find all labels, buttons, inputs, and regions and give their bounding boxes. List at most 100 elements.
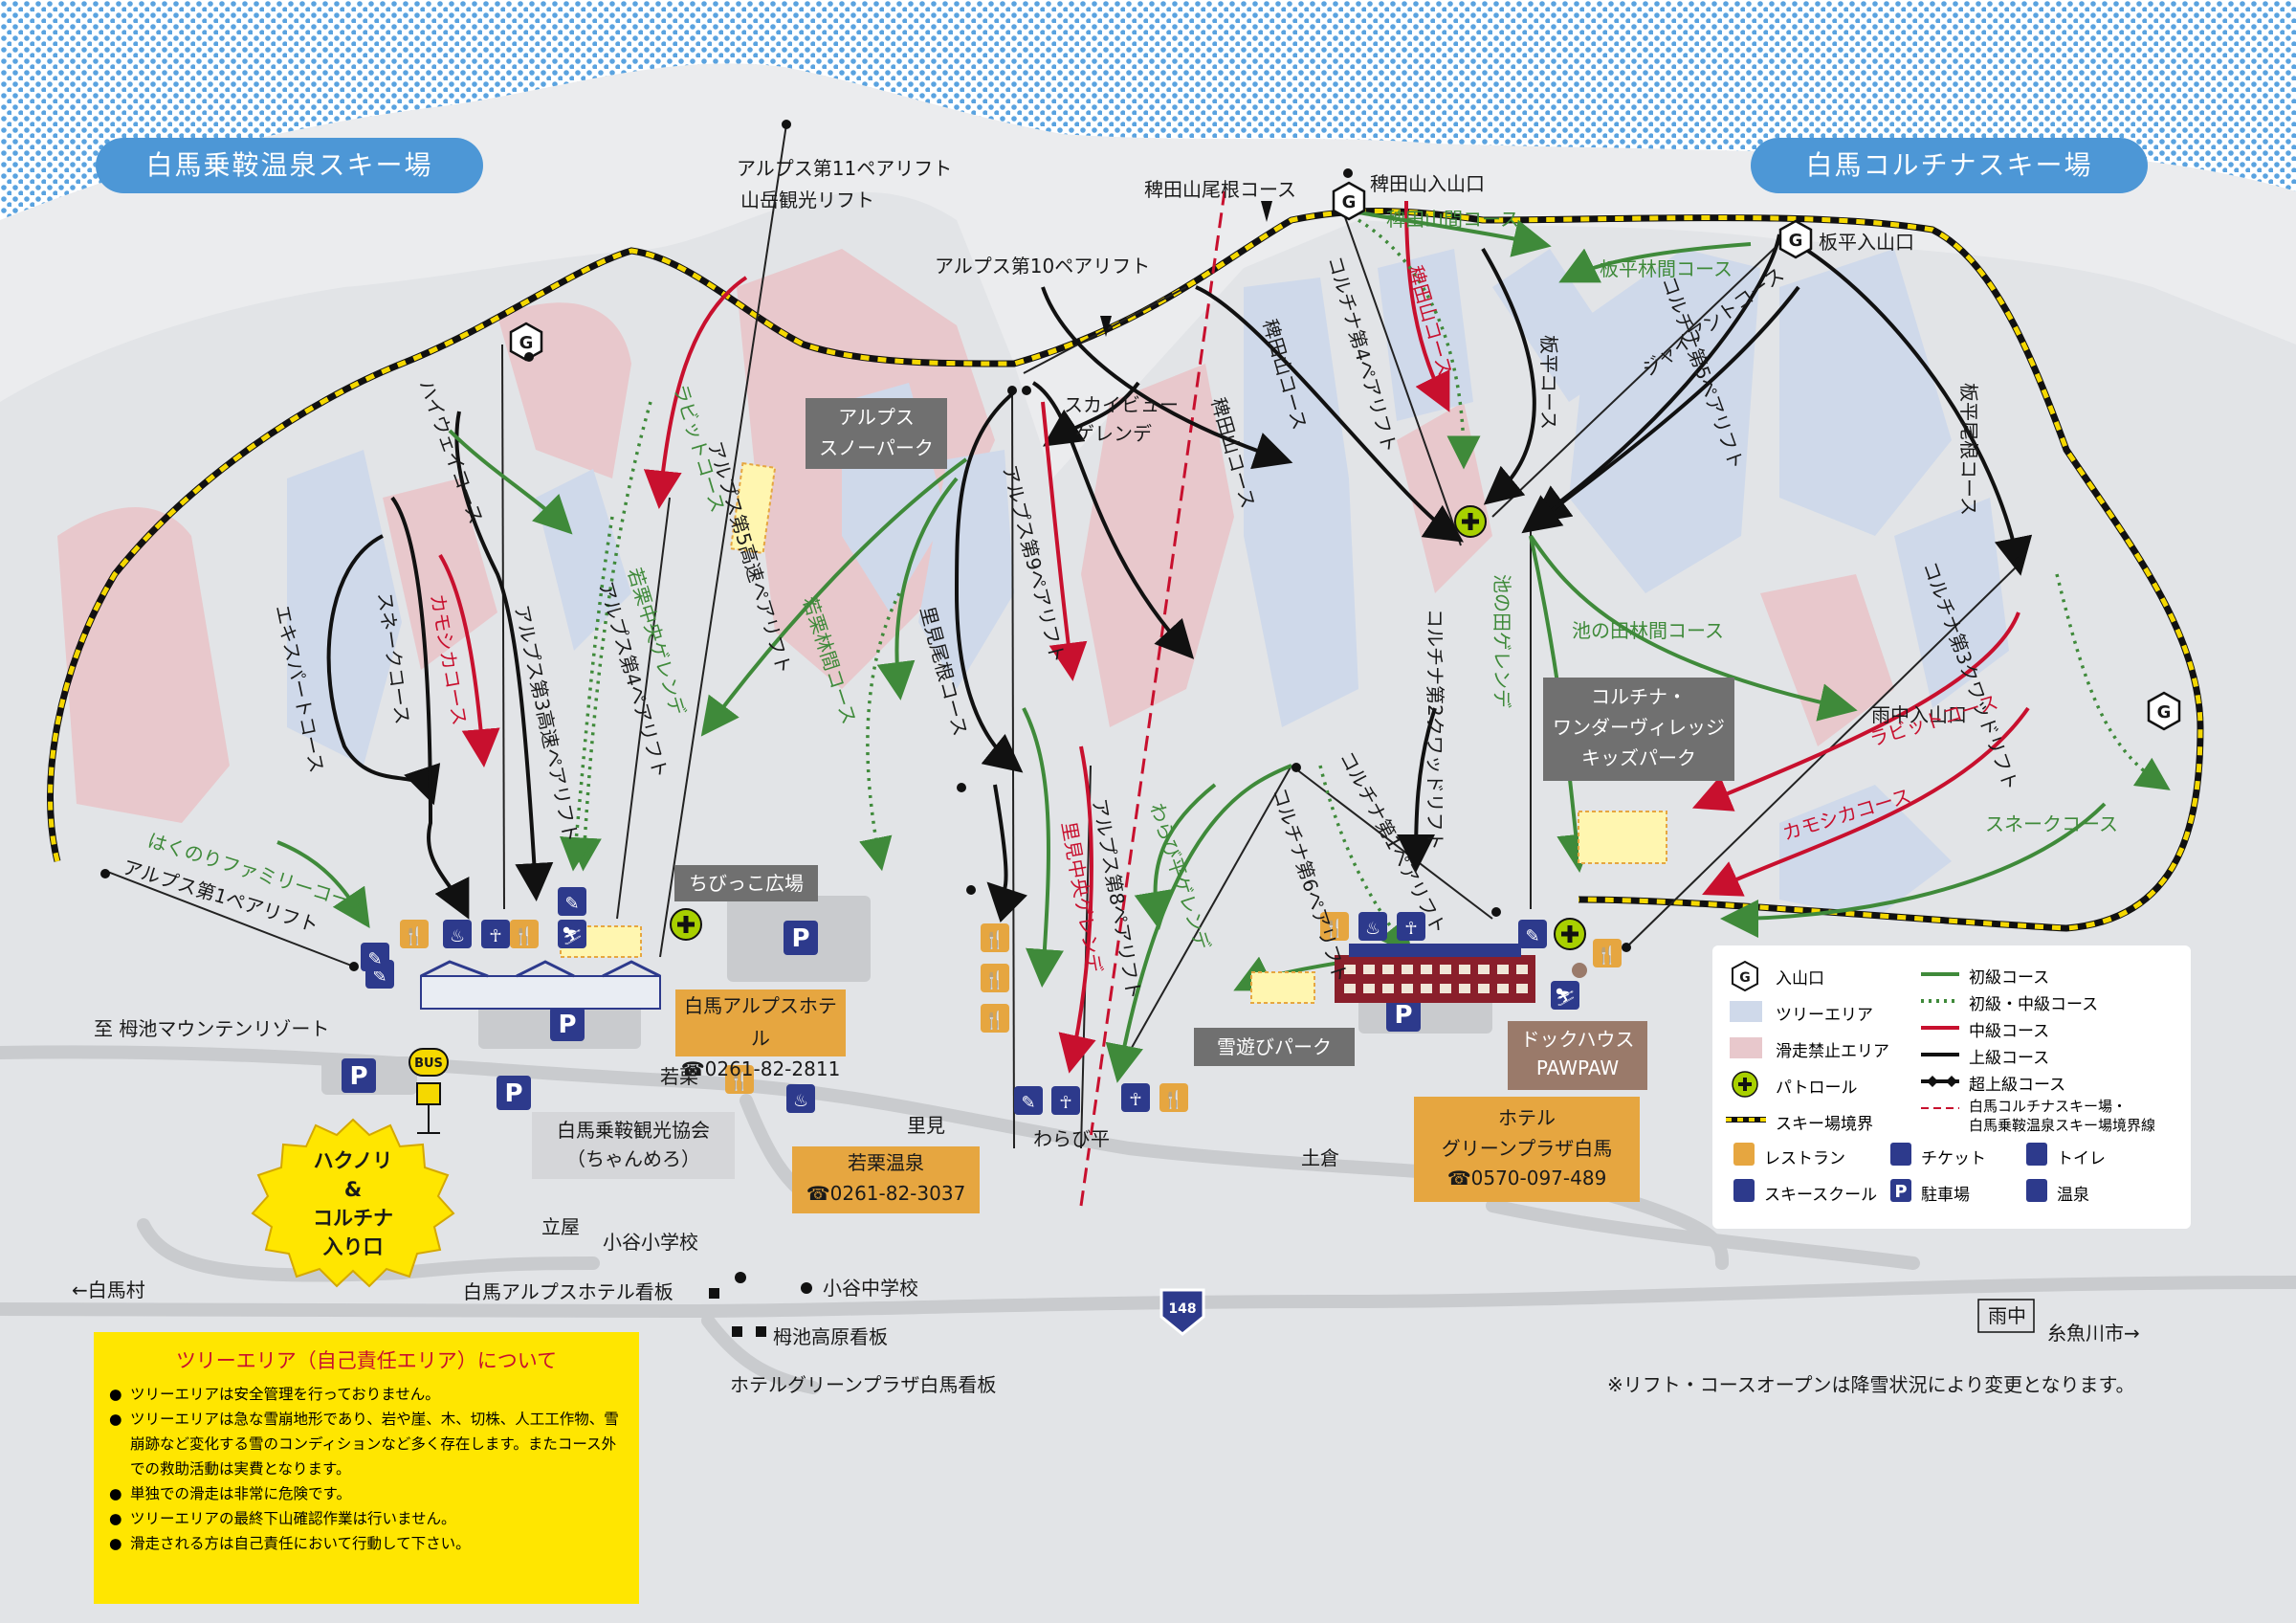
label-itadaira-rinkan: 板平林間コース — [1600, 257, 1733, 280]
notice-list: ツリーエリアは安全管理を行っておりません。 ツリーエリアは急な雪崩地形であり、岩… — [94, 1382, 639, 1556]
label-itadaira-one: 板平尾根コース — [1957, 383, 1980, 516]
label-hiedayama-kan: 稗田山間コース — [1386, 208, 1519, 231]
label-alps11: アルプス第11ペアリフト — [737, 157, 952, 180]
parking-icons: P P P P P — [342, 921, 1421, 1110]
label-itoigawa: 糸魚川市→ — [2047, 1322, 2140, 1345]
beginner-intermediate-courses — [560, 218, 2171, 956]
snowpark-label: アルプス スノーパーク — [806, 398, 947, 469]
bus-label: BUS — [414, 1056, 443, 1071]
badge-burst — [251, 1118, 455, 1288]
label-amenaka-entrance: 雨中入山口 — [1871, 703, 1967, 726]
svg-text:G: G — [1739, 970, 1751, 986]
svg-text:☥: ☥ — [1059, 1093, 1071, 1113]
label-ikenota-gerende: 池の田ゲレンデ — [1490, 574, 1513, 708]
svg-text:☥: ☥ — [1404, 919, 1417, 939]
svg-text:✎: ✎ — [1021, 1093, 1035, 1113]
svg-text:✎: ✎ — [367, 949, 382, 969]
amenaka-box: 雨中 — [1977, 1299, 2035, 1333]
hakunori-entrance-badge: ハクノリ & コルチナ 入り口 — [251, 1118, 455, 1288]
svg-text:🍴: 🍴 — [984, 929, 1005, 950]
sign-markers — [709, 1288, 766, 1337]
entrance-text-2: & — [343, 1178, 363, 1201]
label-wakaguri: 若栗 — [660, 1065, 698, 1088]
label-warabidaira: わらび平 — [1033, 1127, 1110, 1150]
legend-restaurant: レストラン — [1764, 1149, 1845, 1168]
svg-text:♨: ♨ — [793, 1091, 808, 1111]
notice-item: 単独での滑走は非常に危険です。 — [109, 1481, 626, 1506]
green-plaza-box: ホテル グリーンプラザ白馬 ☎0570-097-489 — [1414, 1097, 1640, 1202]
dockhouse-dot — [1572, 963, 1587, 978]
svg-text:🍴: 🍴 — [1163, 1089, 1184, 1110]
wonder-village-label: コルチナ・ ワンダーヴィレッジ キッズパーク — [1543, 678, 1734, 781]
label-disclaimer: ※リフト・コースオープンは降雪状況により変更となります。 — [1607, 1373, 2135, 1396]
svg-text:🍴: 🍴 — [984, 1010, 1005, 1031]
notice-item: ツリーエリアの最終下山確認作業は行いません。 — [109, 1506, 626, 1531]
label-hiedayama-entrance: 稗田山入山口 — [1370, 172, 1485, 195]
legend-boundary: スキー場境界 — [1776, 1115, 1873, 1134]
entrance-text-1: ハクノリ — [313, 1149, 393, 1172]
svg-text:🍴: 🍴 — [1597, 945, 1618, 966]
legend-toilet: トイレ — [2057, 1149, 2106, 1168]
label-itadaira-entrance: 板平入山口 — [1819, 231, 1914, 254]
svg-text:G: G — [2157, 702, 2172, 723]
svg-text:P: P — [1394, 1001, 1412, 1030]
wakaguri-onsen-tel: ☎0261-82-3037 — [806, 1182, 966, 1205]
label-skyview-2: ゲレンデ — [1075, 422, 1152, 445]
hotel-buildings — [420, 944, 1535, 1010]
legend-onsen: 温泉 — [2057, 1186, 2089, 1205]
advanced-courses — [326, 233, 2033, 923]
svg-text:G: G — [1789, 231, 1803, 251]
legend-swatches: G P — [1726, 960, 2047, 1202]
svg-text:☥: ☥ — [1129, 1090, 1141, 1110]
svg-text:🍴: 🍴 — [729, 1071, 750, 1092]
svg-text:⛷: ⛷ — [1555, 988, 1577, 1008]
legend-entrance: 入山口 — [1776, 969, 1824, 989]
legend-advanced: 上級コース — [1969, 1049, 2050, 1068]
legend-border: 白馬コルチナスキー場・ 白馬乗鞍温泉スキー場境界線 — [1969, 1098, 2156, 1134]
notice-heading: ツリーエリア（自己責任エリア）について — [175, 1349, 558, 1372]
label-itadaira-course: 板平コース — [1537, 335, 1560, 430]
resort-border-line — [1079, 190, 1226, 1207]
bus-stop: BUS — [408, 1048, 449, 1134]
legend-school: スキースクール — [1764, 1186, 1878, 1205]
svg-text:✎: ✎ — [564, 894, 579, 914]
svg-text:🍴: 🍴 — [1324, 918, 1345, 939]
legend-nosk: 滑走禁止エリア — [1776, 1042, 1889, 1061]
kanko-kyokai-label: 白馬乗鞍観光協会 （ちゃんめろ） — [532, 1112, 735, 1179]
svg-text:☥: ☥ — [489, 926, 501, 946]
label-ikenota-rinkan: 池の田林間コース — [1572, 619, 1724, 642]
label-dokura: 土倉 — [1301, 1146, 1339, 1169]
label-hakuba-vil: ←白馬村 — [72, 1278, 145, 1301]
label-skyview-1: スカイビュー — [1064, 393, 1179, 416]
facility-icons: 🍴 ♨ ☥ 🍴 ✎ ⛷ ✎ 🍴 🍴 🍴 ✎ ☥ ☥ 🍴 🍴 ♨ 🍴 ♨ ☥ ✎ … — [361, 887, 1622, 1115]
title-left: 白馬乗鞍温泉スキー場 — [96, 138, 483, 193]
svg-text:🍴: 🍴 — [984, 969, 1005, 990]
legend: G P 入山口 ツリーエリア 滑走禁止エリア パトロール スキー場境界 レストラ… — [1712, 945, 2191, 1229]
route-148-badge: 148 — [1159, 1288, 1205, 1336]
legend-parking: 駐車場 — [1921, 1186, 1970, 1205]
svg-text:G: G — [1342, 192, 1357, 212]
map-dots — [100, 120, 2024, 1294]
svg-text:✎: ✎ — [1525, 926, 1539, 946]
label-satomi: 里見 — [907, 1114, 945, 1137]
wakaguri-onsen-name: 若栗温泉 — [848, 1151, 924, 1174]
patrol-markers — [670, 505, 1586, 950]
tree-areas — [287, 249, 2009, 919]
lift-markers — [1100, 201, 1272, 337]
label-green-sign: ホテルグリーンプラザ白馬看板 — [730, 1373, 996, 1396]
svg-text:🍴: 🍴 — [514, 925, 535, 946]
label-tatsuya: 立屋 — [541, 1215, 580, 1238]
label-alps-hotel-sign: 白馬アルプスホテル看板 — [463, 1280, 673, 1303]
notice-item: 滑走される方は自己責任において行動して下さい。 — [109, 1531, 626, 1556]
svg-text:G: G — [519, 333, 534, 353]
green-plaza-tel: ☎0570-097-489 — [1446, 1167, 1607, 1189]
intermediate-courses — [438, 200, 2030, 1074]
label-otari-jr: 小谷中学校 — [823, 1277, 918, 1300]
park-areas — [560, 461, 1667, 1004]
route-label: 148 — [1168, 1301, 1196, 1317]
tree-area-notice: ツリーエリア（自己責任エリア）について ツリーエリアは安全管理を行っておりません… — [94, 1332, 639, 1604]
label-alps10: アルプス第10ペアリフト — [935, 255, 1150, 278]
title-right: 白馬コルチナスキー場 — [1751, 138, 2148, 193]
